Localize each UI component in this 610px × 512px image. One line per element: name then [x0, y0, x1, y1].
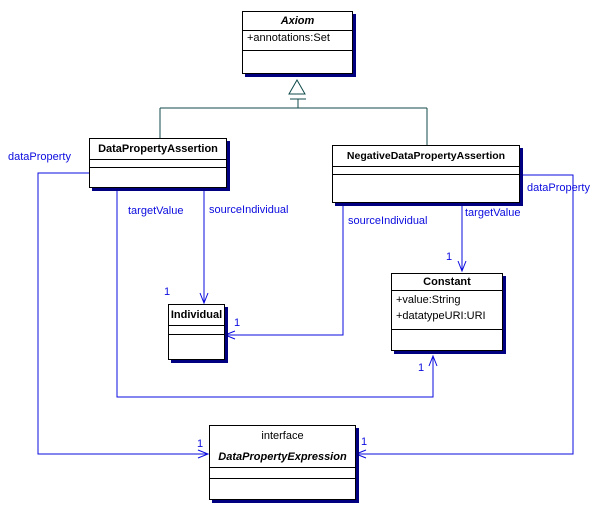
attribute-datatype-uri: +datatypeURI:URI	[396, 310, 486, 322]
assoc-label-source-individual-right: sourceIndividual	[348, 215, 428, 227]
multiplicity-dpe-left: 1	[197, 438, 204, 450]
attributes-compartment	[90, 160, 226, 168]
class-box-individual[interactable]: Individual	[168, 304, 225, 360]
assoc-label-data-property-right: dataProperty	[527, 182, 590, 194]
assoc-dpa-targetvalue	[116, 188, 434, 398]
stereotype-interface: interface	[261, 430, 304, 442]
class-title-data-property-expression: DataPropertyExpression	[218, 450, 347, 463]
operations-compartment	[392, 330, 502, 350]
operations-compartment	[210, 479, 355, 499]
class-title-data-property-assertion: DataPropertyAssertion	[90, 139, 226, 160]
assoc-label-target-value-left: targetValue	[128, 205, 184, 217]
multiplicity-individual-top: 1	[164, 286, 171, 298]
class-title-negative-data-property-assertion: NegativeDataPropertyAssertion	[333, 146, 519, 167]
class-title-axiom: Axiom	[243, 12, 352, 31]
arrowhead-left-icon	[223, 330, 236, 340]
assoc-dpa-dataproperty	[37, 172, 207, 455]
attribute-value: +value:String	[396, 294, 461, 306]
operations-compartment	[333, 175, 519, 202]
arrowhead-right-icon	[197, 449, 210, 459]
assoc-label-target-value-right: targetValue	[465, 207, 521, 219]
attributes-compartment	[210, 468, 355, 479]
attributes-compartment	[333, 167, 519, 175]
arrowhead-down-icon	[457, 260, 467, 273]
class-title-constant: Constant	[392, 274, 502, 291]
operations-compartment	[90, 168, 226, 187]
class-box-data-property-expression[interactable]: interface DataPropertyExpression	[209, 425, 356, 500]
operations-compartment	[243, 51, 352, 73]
class-box-axiom[interactable]: Axiom +annotations:Set	[242, 11, 353, 74]
arrowhead-down-icon	[199, 292, 209, 305]
arrowhead-left-icon	[354, 449, 367, 459]
assoc-ndpa-sourceindividual	[226, 203, 344, 336]
class-box-data-property-assertion[interactable]: DataPropertyAssertion	[89, 138, 227, 188]
attribute-annotations: +annotations:Set	[243, 31, 352, 51]
multiplicity-individual-right: 1	[234, 317, 241, 329]
class-box-constant[interactable]: Constant +value:String +datatypeURI:URI	[391, 273, 503, 351]
attributes-compartment	[169, 326, 224, 335]
multiplicity-constant-top: 1	[446, 251, 453, 263]
class-box-negative-data-property-assertion[interactable]: NegativeDataPropertyAssertion	[332, 145, 520, 203]
assoc-label-data-property-left: dataProperty	[8, 151, 71, 163]
generalization-triangle-icon	[288, 78, 306, 95]
multiplicity-constant-bottom: 1	[418, 362, 425, 374]
arrowhead-up-icon	[428, 354, 438, 367]
multiplicity-dpe-right: 1	[361, 436, 368, 448]
generalization-lines	[159, 98, 428, 145]
assoc-label-source-individual-left: sourceIndividual	[209, 204, 289, 216]
operations-compartment	[169, 335, 224, 359]
attributes-compartment: +value:String +datatypeURI:URI	[392, 291, 502, 330]
assoc-ndpa-dataproperty	[357, 174, 574, 455]
class-title-individual: Individual	[169, 305, 224, 326]
